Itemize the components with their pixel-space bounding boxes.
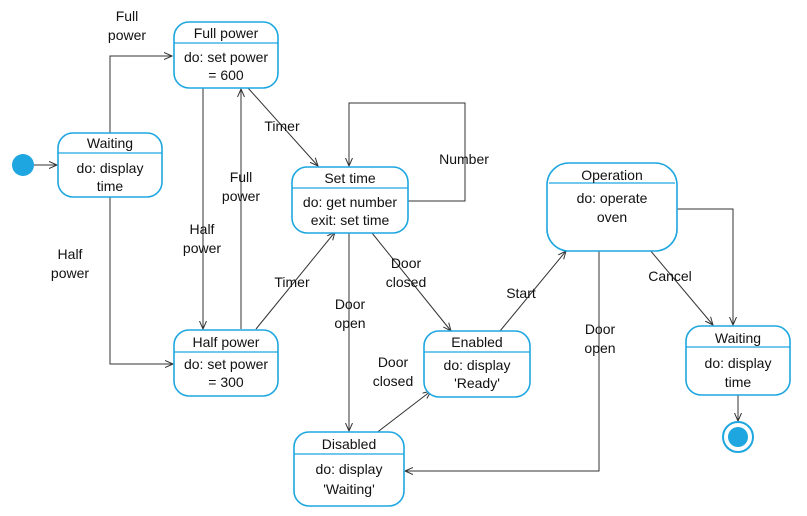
state-operation: Operation do: operate oven xyxy=(546,162,678,252)
state-activity-line: 'Waiting' xyxy=(323,481,375,497)
label-cancel: Cancel xyxy=(648,268,692,284)
state-activity-line: oven xyxy=(597,209,627,225)
edge-set-time-to-enabled xyxy=(371,232,451,331)
state-title: Waiting xyxy=(87,135,133,151)
label-half-power: Half xyxy=(58,246,83,262)
state-activity-line: 'Ready' xyxy=(454,375,500,391)
state-title: Set time xyxy=(324,170,376,186)
final-state xyxy=(722,421,754,453)
state-activity-line: = 300 xyxy=(208,374,244,390)
label-full-power: Full xyxy=(116,8,139,24)
label-number: Number xyxy=(439,151,489,167)
edge-operation-to-waiting xyxy=(677,208,733,325)
label-door-closed: Door xyxy=(378,354,409,370)
label-door-closed: Door xyxy=(391,255,422,271)
state-activity-line: = 600 xyxy=(208,67,244,83)
state-activity-line: time xyxy=(725,374,752,390)
edge-half-to-set-time xyxy=(255,232,335,330)
state-activity-line: time xyxy=(97,178,124,194)
label-door-closed: closed xyxy=(373,373,413,389)
state-activity-line: do: get number xyxy=(303,194,398,210)
state-activity-line: do: display xyxy=(77,160,144,176)
state-activity-line: exit: set time xyxy=(311,212,390,228)
state-activity-line: do: display xyxy=(316,461,383,477)
state-activity-line: do: display xyxy=(444,357,511,373)
label-full-power: power xyxy=(108,27,146,43)
label-full-power: power xyxy=(222,188,260,204)
edge-disabled-to-enabled xyxy=(374,391,431,435)
transitions xyxy=(34,56,738,471)
state-waiting: Waiting do: display time xyxy=(57,132,163,198)
label-start: Start xyxy=(506,285,536,301)
edge-operation-cancel xyxy=(643,242,713,325)
state-title: Waiting xyxy=(715,330,761,346)
state-full-power: Full power do: set power = 600 xyxy=(173,21,279,89)
label-door-open: Door xyxy=(585,321,616,337)
edge-enabled-to-operation xyxy=(499,251,566,332)
edge-full-to-set-time xyxy=(247,87,318,166)
label-half-power: Half xyxy=(190,221,215,237)
state-waiting-final: Waiting do: display time xyxy=(685,325,791,396)
state-half-power: Half power do: set power = 300 xyxy=(173,329,279,397)
label-full-power: Full xyxy=(230,169,253,185)
state-activity-line: do: operate xyxy=(577,190,648,206)
state-title: Disabled xyxy=(322,436,376,452)
label-half-power: power xyxy=(183,240,221,256)
state-title: Operation xyxy=(581,167,642,183)
label-door-open: open xyxy=(584,340,615,356)
state-disabled: Disabled do: display 'Waiting' xyxy=(293,431,405,507)
state-set-time: Set time do: get number exit: set time xyxy=(291,166,409,234)
edge-set-time-number-loop xyxy=(349,102,466,202)
state-title: Half power xyxy=(193,334,260,350)
label-timer: Timer xyxy=(264,118,300,134)
state-activity-line: do: display xyxy=(705,355,772,371)
state-activity-line: do: set power xyxy=(184,356,268,372)
label-half-power: power xyxy=(51,265,89,281)
initial-state-dot xyxy=(12,154,34,176)
label-door-closed: closed xyxy=(386,274,426,290)
transition-labels: Full power Half power Half power Full po… xyxy=(51,8,692,389)
label-door-open: Door xyxy=(335,296,366,312)
edge-operation-to-disabled xyxy=(405,251,600,471)
edge-waiting-to-half-power xyxy=(109,197,173,364)
label-door-open: open xyxy=(334,315,365,331)
state-enabled: Enabled do: display 'Ready' xyxy=(423,330,531,398)
state-title: Full power xyxy=(194,25,259,41)
label-timer: Timer xyxy=(274,274,310,290)
edge-waiting-to-full-power xyxy=(109,56,172,133)
state-activity-line: do: set power xyxy=(184,49,268,65)
state-title: Enabled xyxy=(451,334,502,350)
